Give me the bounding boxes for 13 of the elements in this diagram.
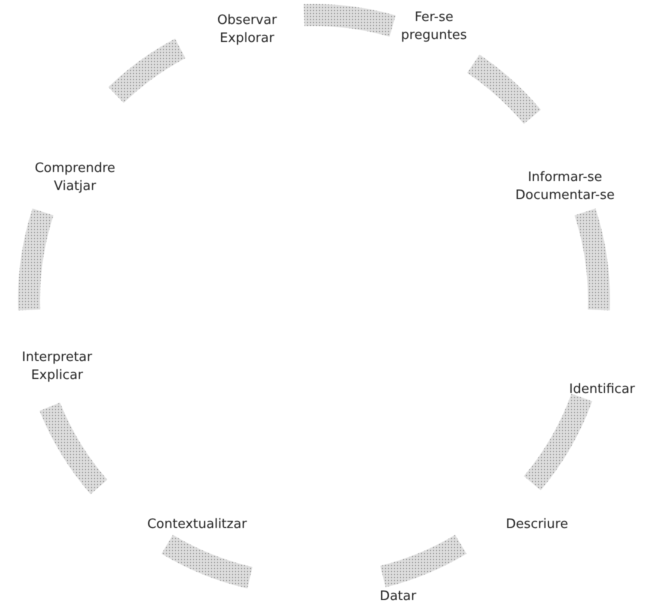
step-label: Comprendre xyxy=(34,160,116,178)
step-label: Documentar-se xyxy=(515,187,615,205)
step-label: Observar xyxy=(217,12,277,30)
step-label: Interpretar xyxy=(22,349,92,367)
step-label: Explicar xyxy=(31,367,83,385)
step-label: Explorar xyxy=(220,30,274,48)
step-label: Viatjar xyxy=(54,178,96,196)
step-label: Fer-se preguntes xyxy=(400,9,468,45)
step-label: Identificar xyxy=(569,381,635,399)
step-label: Datar xyxy=(380,588,416,606)
step-label: Descriure xyxy=(506,516,568,534)
step-label: Informar-se xyxy=(528,169,602,187)
step-label: Contextualitzar xyxy=(147,516,247,534)
